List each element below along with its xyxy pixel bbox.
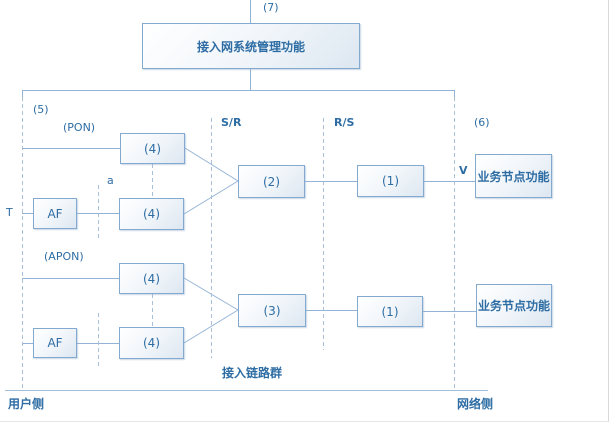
label-5: (5) [33, 103, 49, 116]
label-apon: (APON) [44, 250, 84, 263]
box-af-lower: AF [33, 328, 77, 358]
label-7: (7) [263, 1, 279, 14]
box-system-management: 接入网系统管理功能 [142, 23, 360, 69]
box-4-apon-upper: (4) [119, 263, 184, 294]
box-1-upper: (1) [357, 165, 424, 197]
label-pon: (PON) [63, 121, 96, 134]
box-4-pon-lower: (4) [119, 198, 184, 230]
label-6: (6) [474, 116, 490, 129]
label-access-link-group: 接入链路群 [222, 366, 283, 380]
label-sr-interface: S/R [221, 116, 242, 129]
label-user-side: 用户侧 [8, 397, 45, 411]
box-2: (2) [238, 165, 305, 198]
box-4-apon-lower: (4) [119, 327, 184, 359]
box-af-upper: AF [33, 198, 77, 229]
box-service-node-upper: 业务节点功能 [475, 154, 552, 198]
box-4-pon-upper: (4) [120, 133, 185, 164]
label-a-interface: a [107, 174, 114, 187]
label-network-side: 网络侧 [457, 397, 494, 411]
label-v-interface: V [459, 164, 468, 177]
box-3: (3) [238, 294, 306, 327]
box-1-lower: (1) [357, 296, 423, 327]
box-service-node-lower: 业务节点功能 [476, 284, 552, 327]
label-t-interface: T [6, 206, 13, 219]
label-rs-interface: R/S [334, 116, 355, 129]
